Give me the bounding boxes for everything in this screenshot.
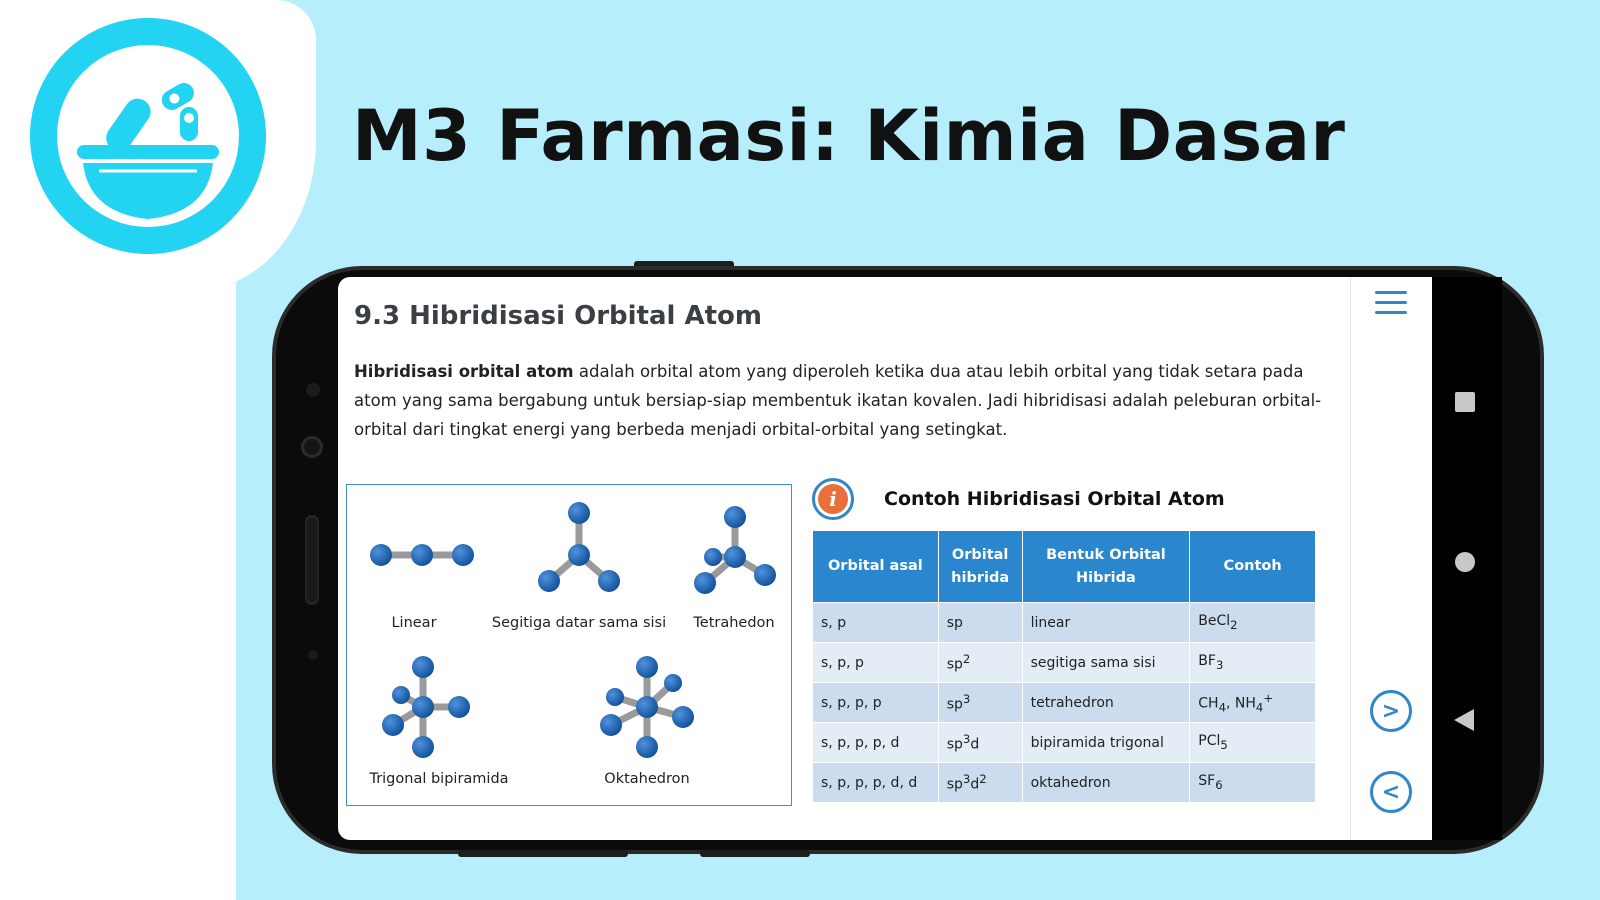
phone-button-bottom xyxy=(700,850,810,857)
phone-button-top xyxy=(634,261,734,269)
app-logo xyxy=(30,18,266,254)
phone-sensor xyxy=(308,650,318,660)
back-button[interactable] xyxy=(1454,709,1474,731)
previous-page-button[interactable]: < xyxy=(1370,771,1412,813)
label-trigonal-planar: Segitiga datar sama sisi xyxy=(491,615,667,631)
lesson-paragraph: Hibridisasi orbital atom adalah orbital … xyxy=(354,357,1324,444)
lesson-side-panel: > < xyxy=(1350,277,1432,840)
table-row: s, p, p sp2 segitiga sama sisi BF3 xyxy=(812,642,1316,683)
molecular-geometry-figure: Linear Segitiga datar sama sisi Tetrahed… xyxy=(346,484,792,806)
recent-apps-button[interactable] xyxy=(1455,392,1475,412)
phone-button-bottom xyxy=(458,850,628,857)
table-title: Contoh Hibridisasi Orbital Atom xyxy=(884,488,1225,510)
hamburger-menu-icon[interactable] xyxy=(1375,291,1407,317)
table-row: s, p sp linear BeCl2 xyxy=(812,602,1316,643)
label-trigonal-bipyramid: Trigonal bipiramida xyxy=(369,771,509,787)
app-screen: 9.3 Hibridisasi Orbital Atom Hibridisasi… xyxy=(338,277,1432,840)
header-orbital-asal: Orbital asal xyxy=(812,530,939,603)
home-button[interactable] xyxy=(1455,552,1475,572)
table-row: s, p, p, p, d, d sp3d2 oktahedron SF6 xyxy=(812,762,1316,803)
android-nav-bar xyxy=(1432,277,1502,840)
header-contoh: Contoh xyxy=(1189,530,1316,603)
mortar-pestle-svg xyxy=(77,83,219,219)
phone-speaker xyxy=(305,515,319,605)
section-title: 9.3 Hibridisasi Orbital Atom xyxy=(354,301,763,331)
label-linear: Linear xyxy=(391,615,437,631)
paragraph-text: adalah orbital atom yang diperoleh ketik… xyxy=(354,362,1322,439)
label-tetrahedral: Tetrahedon xyxy=(693,615,775,631)
mortar-pestle-icon xyxy=(57,45,239,227)
label-octahedron: Oktahedron xyxy=(604,771,690,787)
paragraph-term: Hibridisasi orbital atom xyxy=(354,362,574,381)
info-icon: i xyxy=(812,478,854,520)
table-row: s, p, p, p, d sp3d bipiramida trigonal P… xyxy=(812,722,1316,763)
next-page-button[interactable]: > xyxy=(1370,690,1412,732)
molecules-svg xyxy=(370,502,776,758)
app-title: M3 Farmasi: Kimia Dasar xyxy=(352,95,1346,177)
phone-sensor xyxy=(306,383,320,397)
table-row: s, p, p, p sp3 tetrahedron CH4, NH4+ xyxy=(812,682,1316,723)
phone-camera xyxy=(301,436,323,458)
